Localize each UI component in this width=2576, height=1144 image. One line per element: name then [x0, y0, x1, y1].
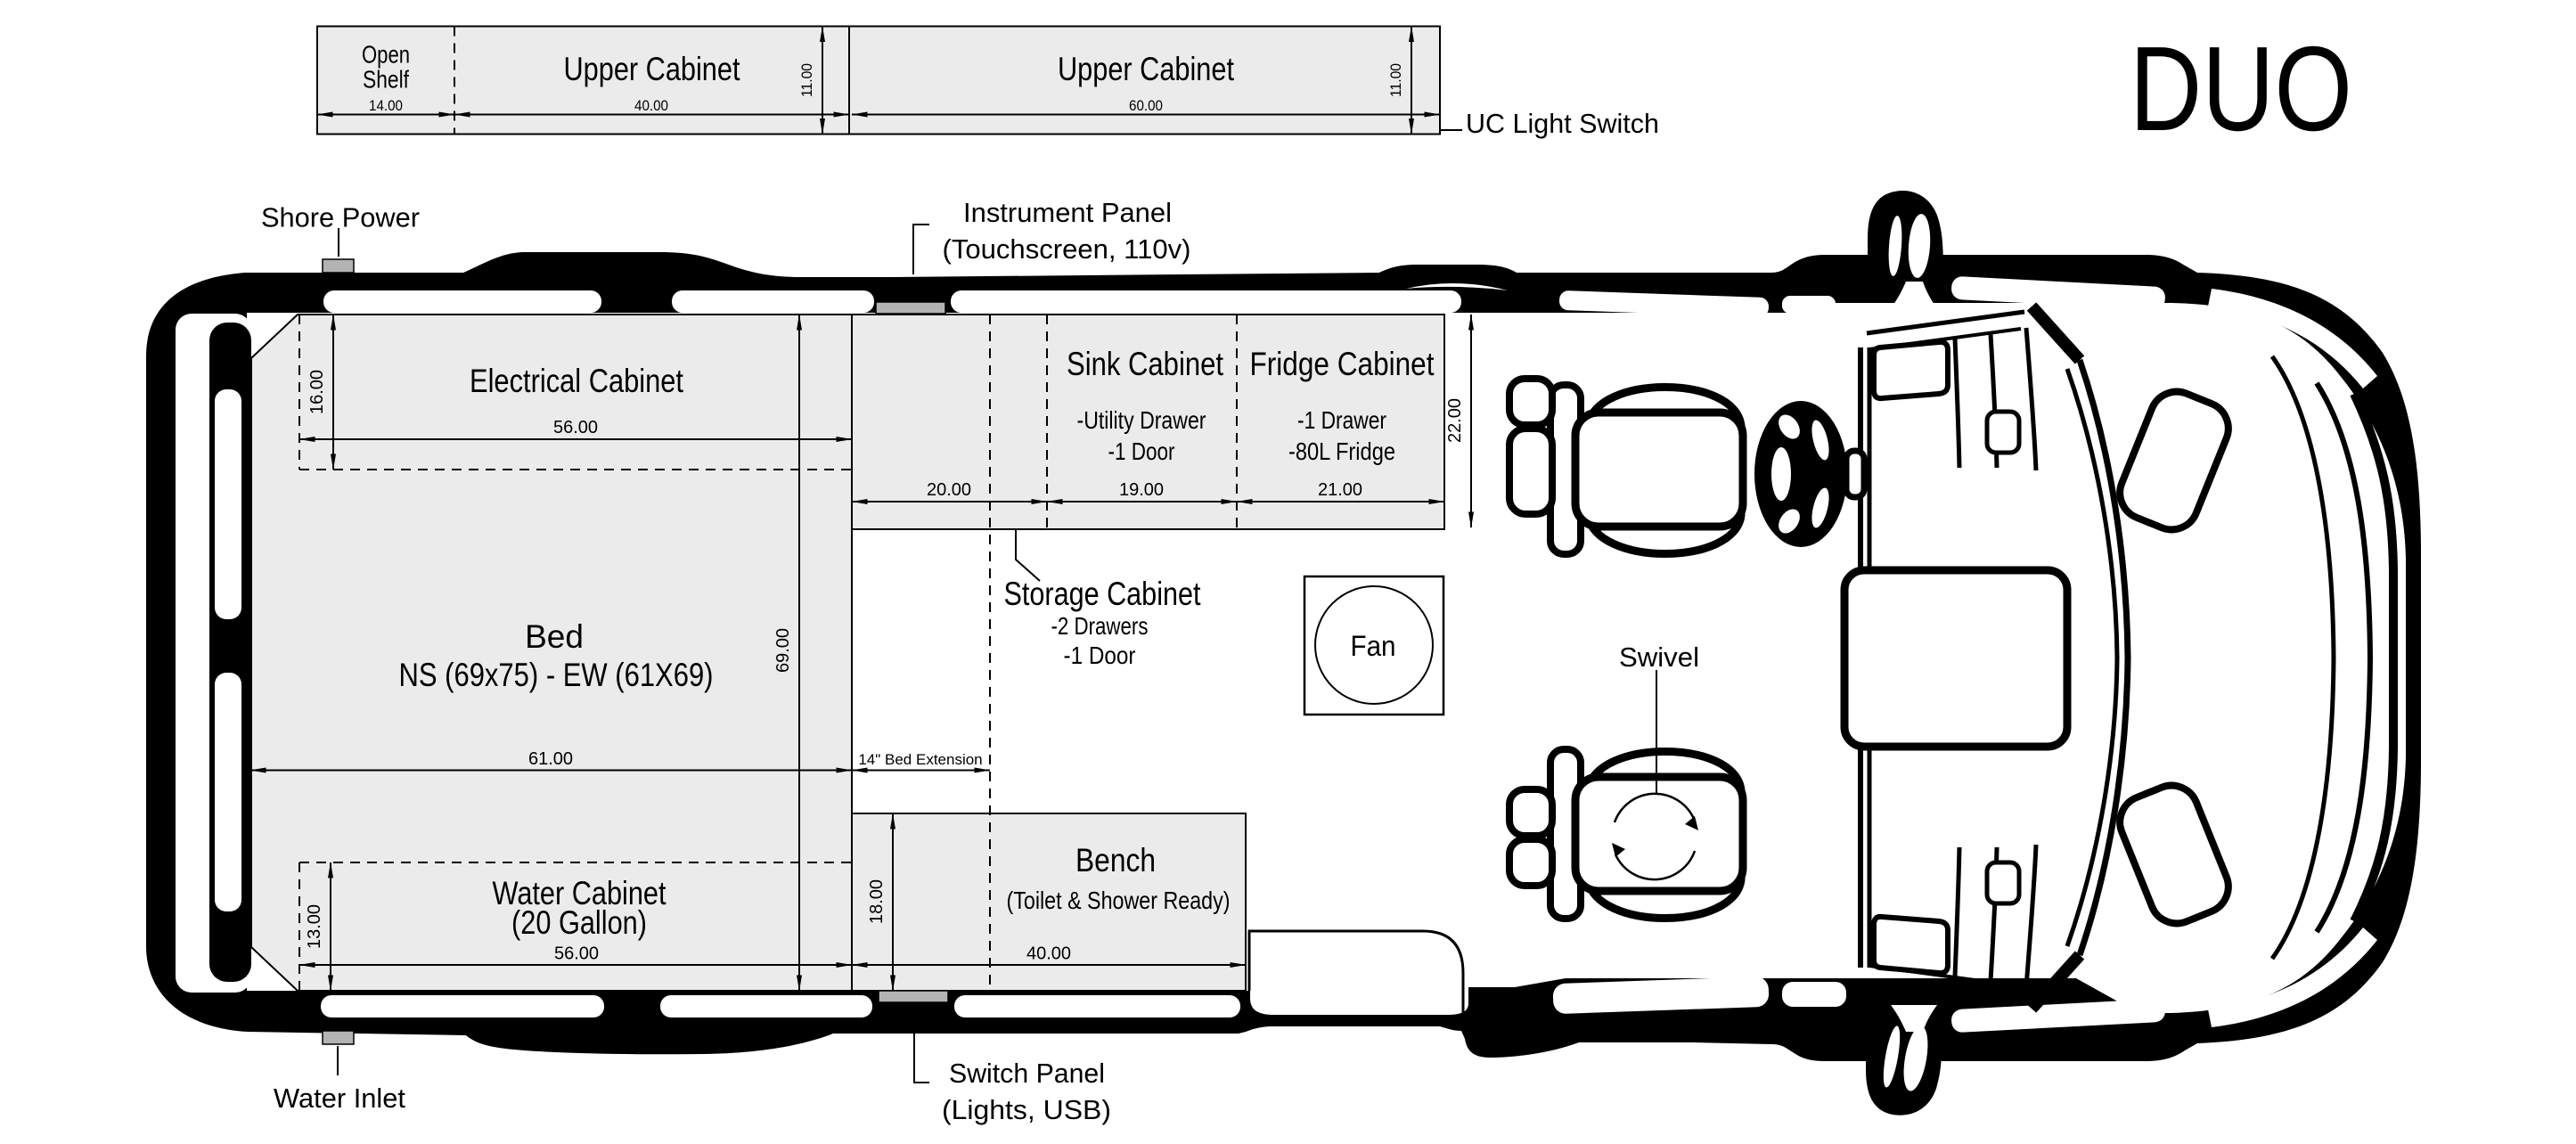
- svg-text:56.00: 56.00: [553, 418, 598, 437]
- svg-text:(Toilet & Shower Ready): (Toilet & Shower Ready): [1007, 887, 1231, 914]
- svg-text:18.00: 18.00: [867, 879, 887, 924]
- svg-text:Water Cabinet: Water Cabinet: [493, 875, 667, 911]
- svg-text:56.00: 56.00: [554, 944, 599, 964]
- svg-text:61.00: 61.00: [528, 749, 573, 769]
- svg-text:Swivel: Swivel: [1619, 641, 1699, 673]
- svg-text:40.00: 40.00: [1026, 944, 1071, 964]
- svg-text:Fan: Fan: [1351, 630, 1396, 662]
- svg-text:Fridge Cabinet: Fridge Cabinet: [1250, 346, 1435, 382]
- svg-text:20.00: 20.00: [927, 480, 971, 500]
- svg-text:Bed: Bed: [525, 618, 584, 655]
- svg-text:Upper Cabinet: Upper Cabinet: [1058, 51, 1235, 87]
- svg-text:NS (69x75) - EW (61X69): NS (69x75) - EW (61X69): [399, 657, 714, 693]
- svg-text:DUO: DUO: [2130, 21, 2352, 156]
- svg-text:69.00: 69.00: [773, 628, 793, 673]
- svg-text:(Touchscreen, 110v): (Touchscreen, 110v): [943, 233, 1191, 265]
- svg-text:40.00: 40.00: [634, 97, 668, 114]
- svg-text:(Lights, USB): (Lights, USB): [942, 1094, 1111, 1125]
- svg-text:22.00: 22.00: [1445, 398, 1465, 443]
- svg-text:14.00: 14.00: [369, 97, 403, 114]
- svg-text:Switch Panel: Switch Panel: [949, 1058, 1105, 1089]
- svg-text:60.00: 60.00: [1129, 97, 1163, 114]
- svg-text:14" Bed Extension: 14" Bed Extension: [858, 751, 982, 768]
- svg-text:16.00: 16.00: [307, 370, 327, 414]
- svg-text:21.00: 21.00: [1318, 480, 1362, 500]
- svg-text:Open: Open: [362, 41, 410, 69]
- svg-text:19.00: 19.00: [1119, 480, 1164, 500]
- svg-text:-Utility Drawer: -Utility Drawer: [1077, 406, 1206, 434]
- svg-text:UC Light Switch: UC Light Switch: [1466, 108, 1659, 139]
- svg-text:13.00: 13.00: [305, 904, 324, 949]
- svg-text:Shore Power: Shore Power: [261, 202, 420, 233]
- svg-text:Upper Cabinet: Upper Cabinet: [564, 51, 741, 87]
- svg-text:Electrical Cabinet: Electrical Cabinet: [470, 363, 684, 399]
- svg-text:11.00: 11.00: [1387, 63, 1404, 97]
- svg-text:-1 Door: -1 Door: [1064, 641, 1136, 669]
- svg-text:(20 Gallon): (20 Gallon): [511, 904, 647, 941]
- svg-text:-2 Drawers: -2 Drawers: [1051, 612, 1149, 640]
- svg-text:-80L Fridge: -80L Fridge: [1288, 437, 1395, 465]
- svg-text:Bench: Bench: [1075, 842, 1156, 878]
- svg-text:-1 Door: -1 Door: [1108, 437, 1175, 465]
- svg-text:Water Inlet: Water Inlet: [274, 1083, 405, 1114]
- svg-text:-1 Drawer: -1 Drawer: [1297, 406, 1386, 434]
- svg-text:Shelf: Shelf: [363, 66, 409, 94]
- svg-text:Storage Cabinet: Storage Cabinet: [1004, 576, 1202, 612]
- svg-text:Instrument Panel: Instrument Panel: [963, 197, 1172, 228]
- svg-text:Sink Cabinet: Sink Cabinet: [1067, 346, 1224, 382]
- svg-text:11.00: 11.00: [798, 63, 815, 97]
